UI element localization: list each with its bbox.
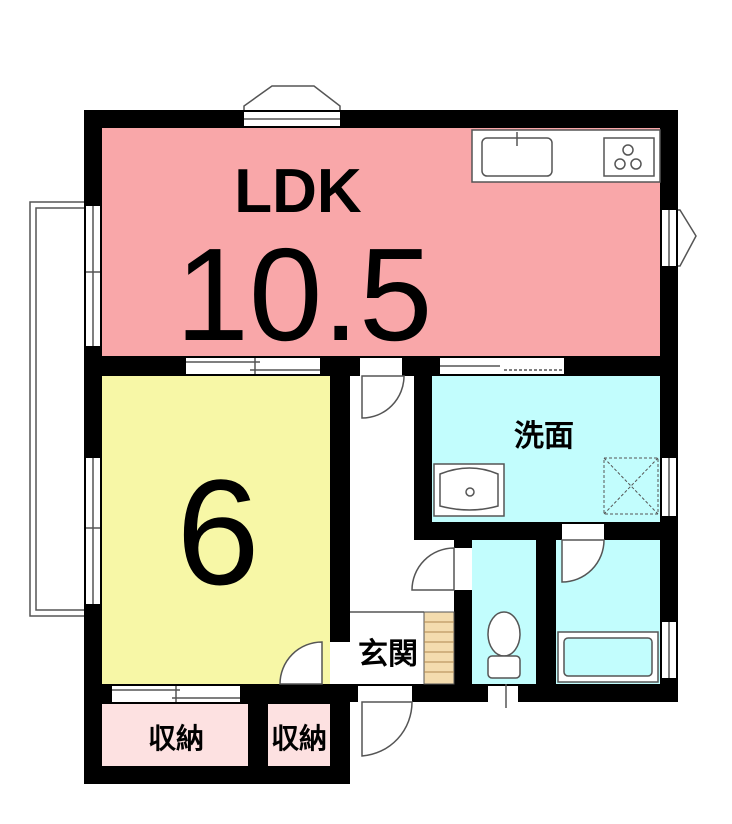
closet-right-label: 収納: [271, 722, 327, 755]
washing-machine-pan-icon: [603, 457, 659, 515]
hallway: [350, 376, 414, 612]
toilet-icon: [487, 611, 521, 679]
sliding-door-ldk-washroom: [440, 358, 564, 374]
washroom-label: 洗面: [514, 419, 574, 454]
ldk-size: 10.5: [176, 221, 433, 368]
shoe-cabinet-icon: [423, 611, 455, 685]
sliding-door-closet: [112, 686, 240, 702]
windows: [86, 112, 676, 678]
western-size: 6: [176, 448, 259, 616]
wash-basin-icon: [433, 463, 505, 517]
sink-icon: [481, 132, 553, 177]
door-swing-icon: [279, 358, 605, 757]
sliding-door-ldk-western: [186, 358, 320, 374]
bay-window-top: [243, 85, 341, 113]
western-room: [102, 376, 330, 684]
balcony: [29, 201, 89, 617]
closet-right-room: [268, 704, 330, 766]
stove-icon: [603, 137, 655, 177]
kitchen-counter: [471, 129, 661, 183]
closet-left-label: 収納: [148, 722, 204, 755]
entrance-label: 玄関: [358, 637, 418, 672]
closet-left-room: [102, 704, 248, 766]
ldk-label: LDK: [234, 157, 362, 226]
bay-window-right: [675, 209, 697, 267]
bathtub-icon: [557, 631, 659, 683]
